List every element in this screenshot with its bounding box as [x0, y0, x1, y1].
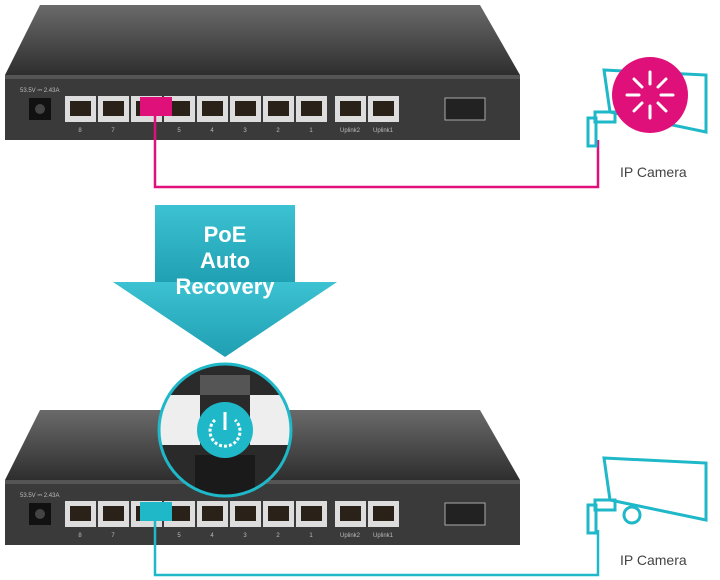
- cable-fault: [153, 115, 600, 189]
- rj45-port-opening: [235, 506, 256, 521]
- switch-edge: [5, 75, 520, 79]
- port-label: 1: [309, 533, 313, 539]
- rj45-port-opening: [103, 101, 124, 116]
- port-label: Uplink2: [340, 533, 361, 539]
- rj45-port-opening: [268, 101, 289, 116]
- port-label: 2: [276, 533, 280, 539]
- port-fault-connector: [140, 97, 172, 116]
- sfp-port: [444, 97, 486, 121]
- arrow-label-line: Auto: [199, 248, 251, 273]
- port-label: 3: [243, 128, 247, 134]
- rj45-port-opening: [169, 506, 190, 521]
- port-label: Uplink1: [373, 128, 394, 134]
- rj45-port-opening: [202, 101, 223, 116]
- power-label: 53.5V ⎓ 2.43A: [20, 88, 59, 94]
- power-label: 53.5V ⎓ 2.43A: [20, 493, 59, 499]
- port-label: 8: [78, 533, 82, 539]
- rj45-port-opening: [340, 101, 361, 116]
- ip-camera-recovered-icon: [586, 456, 708, 535]
- camera-top-label: IP Camera: [620, 164, 687, 180]
- port-label: 7: [111, 128, 115, 134]
- arrow-label-line: Recovery: [175, 274, 275, 299]
- rj45-port-opening: [169, 101, 190, 116]
- port-label: 4: [210, 128, 214, 134]
- port-label: 4: [210, 533, 214, 539]
- arrow-label-line: PoE: [203, 222, 247, 247]
- port-label: 3: [243, 533, 247, 539]
- port-label: 8: [78, 128, 82, 134]
- rj45-port-opening: [268, 506, 289, 521]
- port-label: 5: [177, 533, 181, 539]
- power-jack-hole: [35, 509, 45, 519]
- rj45-port-opening: [301, 101, 322, 116]
- rj45-port-opening: [103, 506, 124, 521]
- rj45-port-opening: [373, 506, 394, 521]
- rj45-port-opening: [235, 101, 256, 116]
- ip-camera-fault-icon: [586, 57, 708, 148]
- rj45-port-opening: [373, 101, 394, 116]
- port-label: 1: [309, 128, 313, 134]
- rj45-port-opening: [202, 506, 223, 521]
- switch-top: 53.5V ⎓ 2.43A 8 7 5 4 3 2 1 Uplink2 Uplink1: [5, 5, 520, 140]
- cable-recovered: [153, 520, 600, 577]
- camera-bottom-label: IP Camera: [620, 552, 687, 568]
- port-label: 5: [177, 128, 181, 134]
- sfp-port: [444, 502, 486, 526]
- port-recovered-connector: [140, 502, 172, 521]
- arrow-label: PoE Auto Recovery: [155, 222, 295, 300]
- port-label: Uplink1: [373, 533, 394, 539]
- zoom-inset: [157, 362, 293, 498]
- port-label: 7: [111, 533, 115, 539]
- rj45-port-opening: [70, 101, 91, 116]
- down-arrow: [113, 205, 337, 357]
- rj45-port-opening: [301, 506, 322, 521]
- rj45-port-opening: [70, 506, 91, 521]
- switch-top-face: [5, 5, 520, 75]
- port-label: 2: [276, 128, 280, 134]
- port-label: Uplink2: [340, 128, 361, 134]
- power-jack-hole: [35, 104, 45, 114]
- rj45-port-opening: [340, 506, 361, 521]
